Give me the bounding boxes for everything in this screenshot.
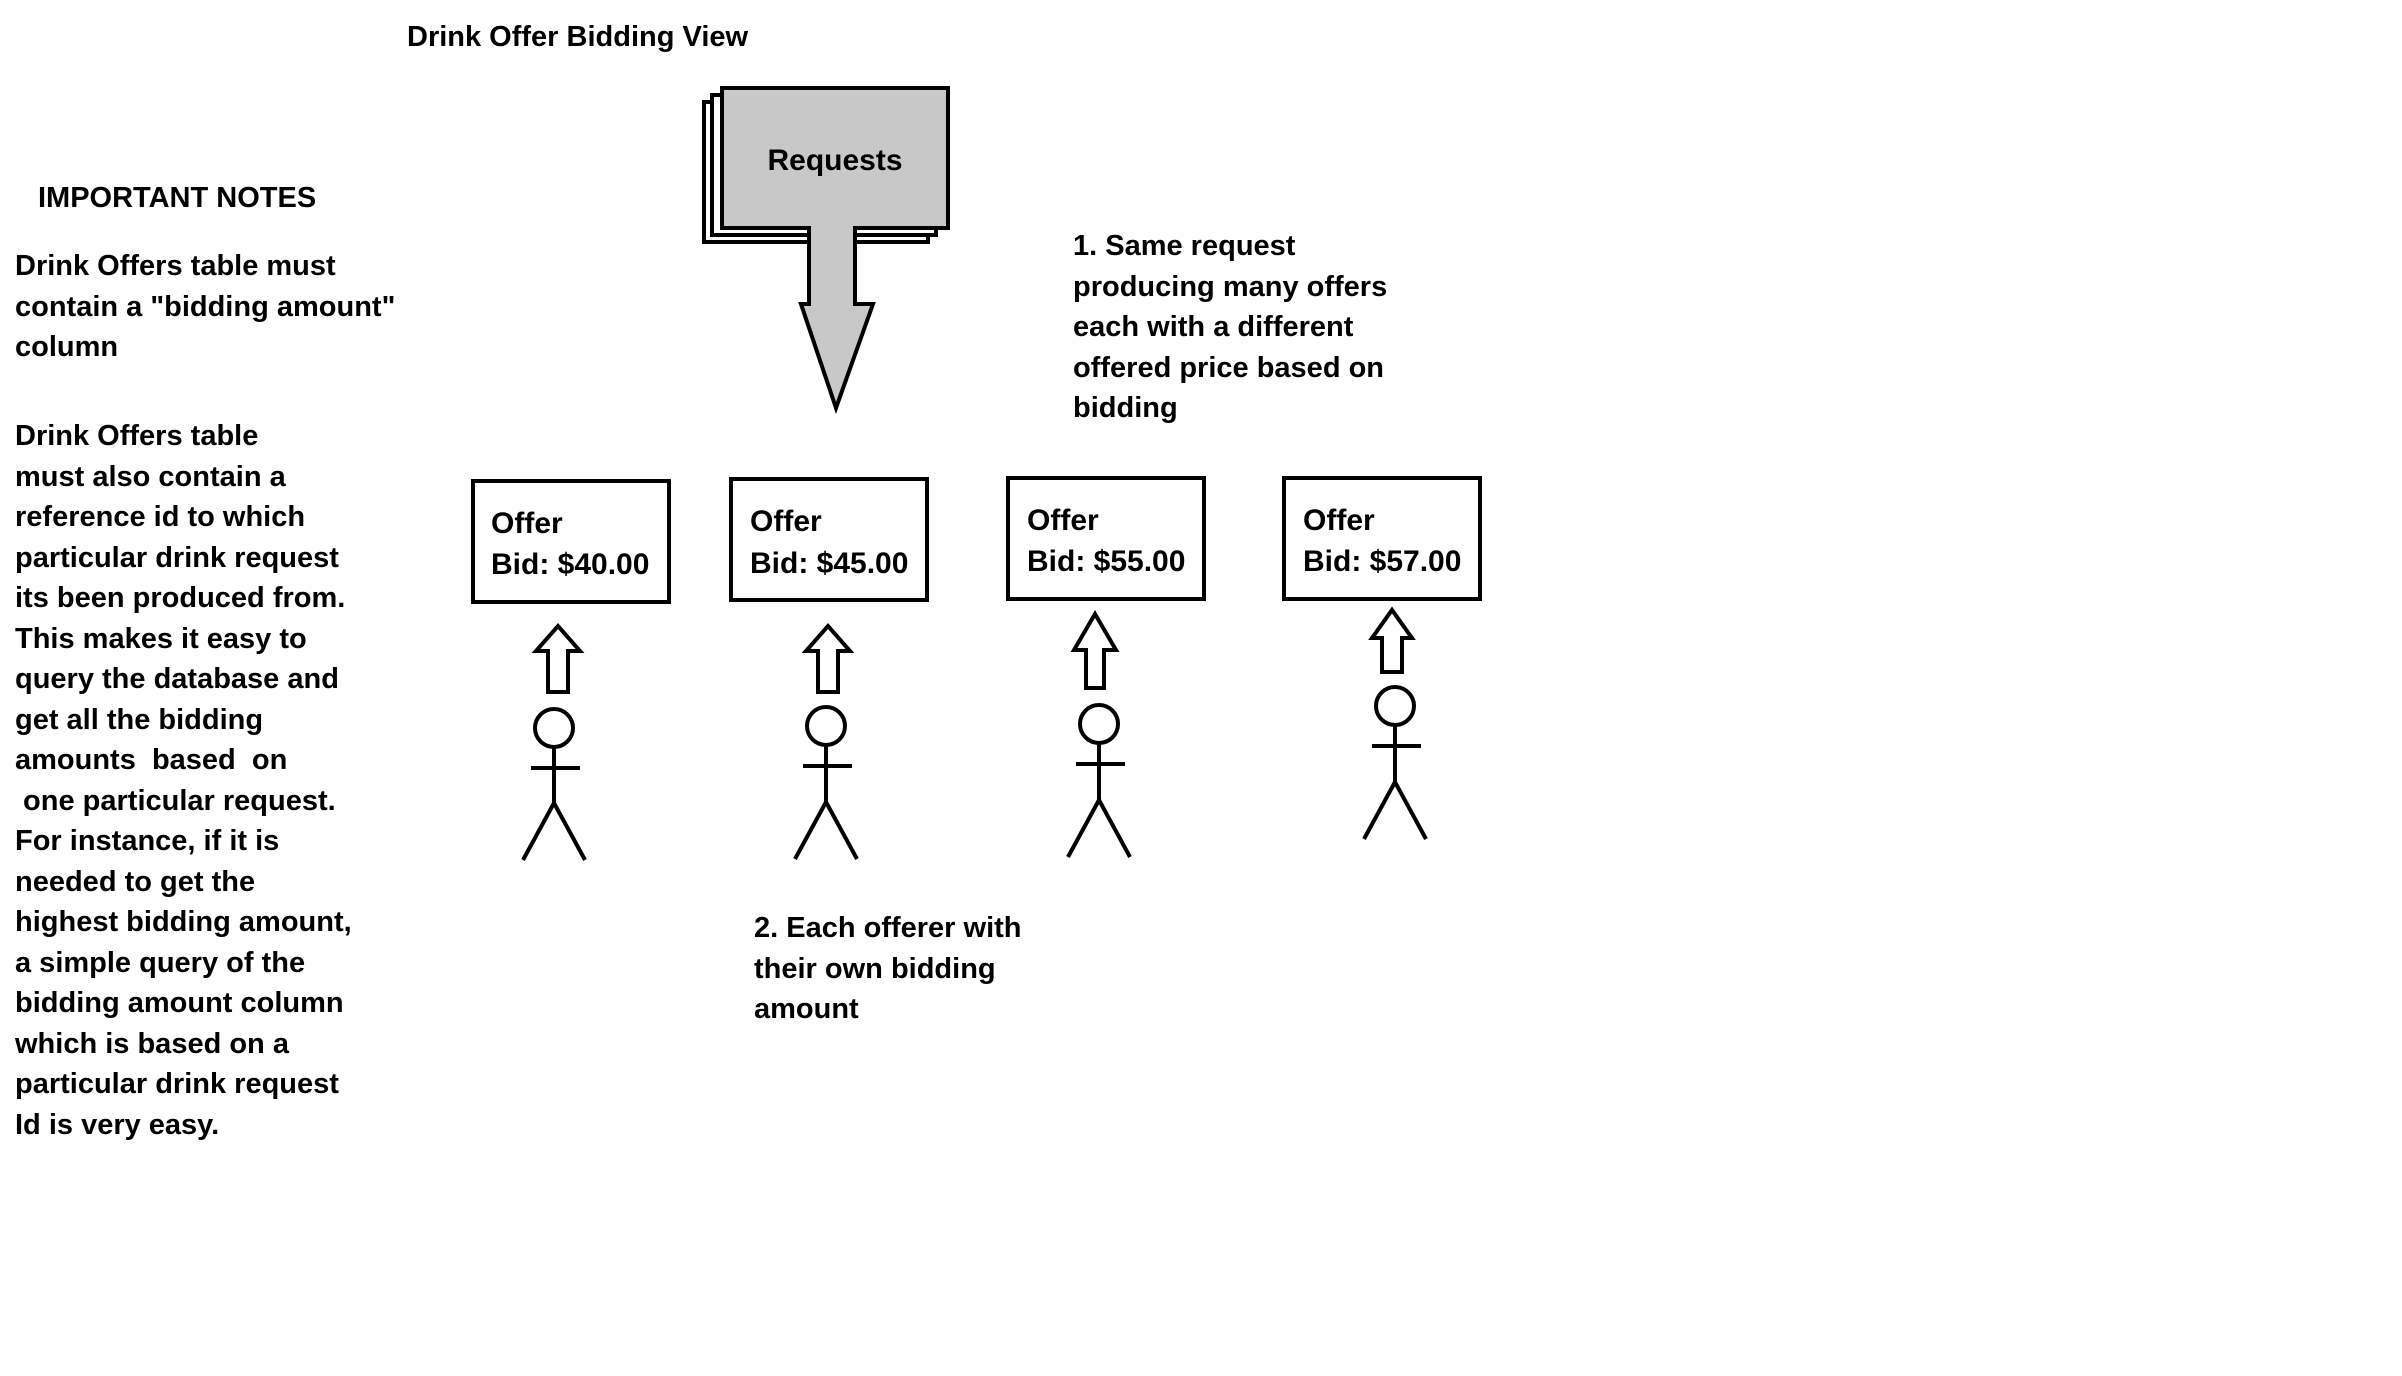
stick-figure-3: [1066, 703, 1132, 858]
requests-down-arrow: [798, 226, 876, 415]
offer-label: Offer: [750, 505, 822, 538]
offer-label: Offer: [491, 507, 563, 540]
offer-box: [1282, 476, 1482, 601]
notes-heading: IMPORTANT NOTES: [38, 182, 317, 214]
callout-each-offerer: 2. Each offerer with their own bidding a…: [754, 912, 1022, 1025]
stick-figure-4: [1362, 685, 1428, 840]
up-arrow-4: [1368, 606, 1416, 674]
offer-bid: Bid: $40.00: [491, 548, 649, 581]
offer-bid: Bid: $55.00: [1027, 545, 1185, 578]
offer-card-3: Offer Bid: $55.00: [1006, 476, 1206, 601]
callout-same-request: 1. Same request producing many offers ea…: [1073, 230, 1388, 424]
page-title: Drink Offer Bidding View: [407, 21, 749, 53]
up-arrow-3: [1070, 610, 1120, 690]
up-arrow-1: [531, 622, 585, 694]
note-bidding-amount-column: Drink Offers table must contain a "biddi…: [15, 250, 396, 363]
note-reference-id: Drink Offers table must also contain a r…: [15, 420, 352, 1141]
offer-box: [729, 477, 929, 602]
up-arrow-2: [801, 622, 855, 694]
requests-stack-front: [720, 86, 950, 230]
offer-card-1: Offer Bid: $40.00: [471, 479, 671, 604]
offer-label: Offer: [1027, 504, 1099, 537]
offer-card-4: Offer Bid: $57.00: [1282, 476, 1482, 601]
offer-box: [471, 479, 671, 604]
requests-document-stack: Requests: [702, 86, 950, 415]
offer-box: [1006, 476, 1206, 601]
stick-figure-1: [521, 707, 587, 861]
offer-label: Offer: [1303, 504, 1375, 537]
offer-bid: Bid: $45.00: [750, 547, 908, 580]
offer-card-2: Offer Bid: $45.00: [729, 477, 929, 602]
stick-figure-2: [793, 705, 859, 860]
offer-bid: Bid: $57.00: [1303, 545, 1461, 578]
requests-label: Requests: [767, 144, 902, 177]
